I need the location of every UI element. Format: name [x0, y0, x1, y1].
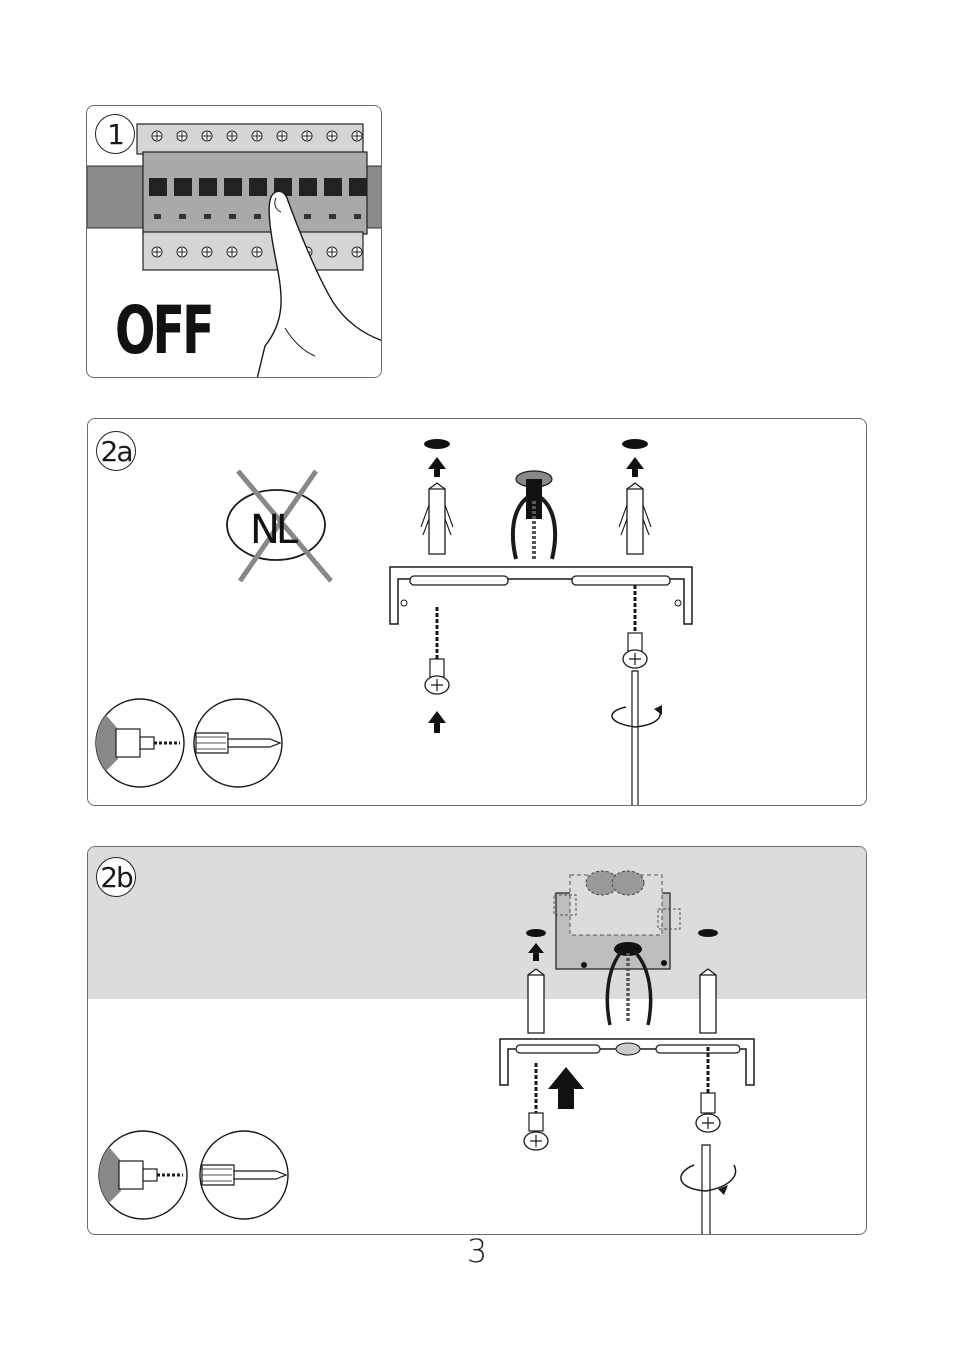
- ceiling-hole-icon: [424, 439, 450, 449]
- page-number: 3: [0, 1232, 954, 1270]
- screwdriver-tool-icon: [200, 1131, 288, 1219]
- screw-icon: [425, 585, 647, 694]
- off-label: OFF: [115, 298, 212, 364]
- junction-box-icon: [554, 871, 680, 969]
- mounting-bracket-icon: [500, 1039, 754, 1085]
- step-2a-panel: 2a: [87, 418, 867, 806]
- wall-plug-icon: [528, 969, 716, 1033]
- screwdriver-icon: [632, 671, 638, 806]
- installation-diagram: [88, 419, 867, 806]
- installation-diagram: [88, 847, 867, 1235]
- ceiling-wires-icon: [513, 471, 555, 559]
- drill-tool-icon: [99, 1131, 187, 1219]
- ceiling-hole-icon: [622, 439, 648, 449]
- mounting-bracket-icon: [390, 567, 692, 624]
- push-up-arrow-icon: [548, 1067, 584, 1109]
- step-number-badge: 1: [95, 114, 135, 154]
- arrow-up-icon: [528, 943, 544, 961]
- step-1-panel: 1 OFF: [86, 105, 382, 378]
- nl-label: NL: [250, 507, 294, 553]
- screwdriver-tool-icon: [194, 699, 282, 787]
- drill-tool-icon: [96, 699, 184, 787]
- screw-icon: [524, 1047, 720, 1150]
- step-2b-panel: 2b: [87, 846, 867, 1235]
